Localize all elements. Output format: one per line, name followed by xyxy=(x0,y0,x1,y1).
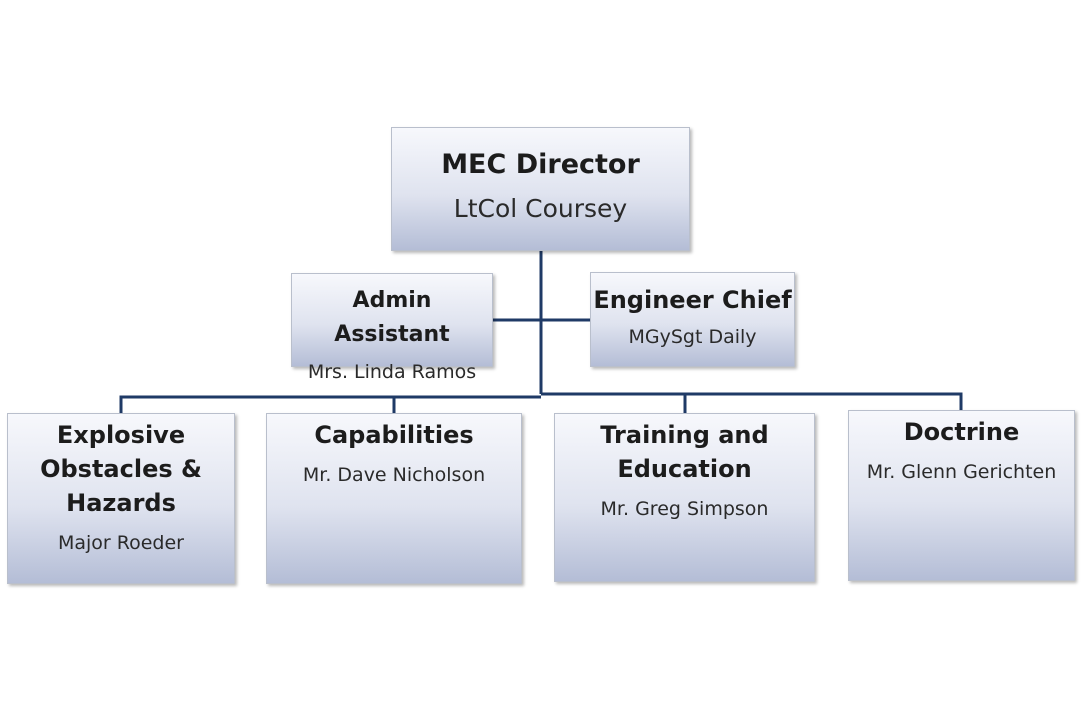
admin-assistant-box: Admin Assistant Mrs. Linda Ramos xyxy=(291,273,493,383)
connector-branch-bus xyxy=(119,395,541,413)
branch-title: Capabilities xyxy=(314,421,474,449)
branch-training-education-box: Training and Education Mr. Greg Simpson xyxy=(554,413,815,582)
branch-lead-name: Mr. Glenn Gerichten xyxy=(866,461,1057,483)
connector-branch-3 xyxy=(541,392,687,413)
branch-capabilities-box: Capabilities Mr. Dave Nicholson xyxy=(266,413,522,584)
branch-explosive-obstacles-box: Explosive Obstacles & Hazards Major Roed… xyxy=(7,413,235,584)
engineer-chief-title: Engineer Chief xyxy=(593,286,792,314)
director-title: MEC Director xyxy=(441,149,640,180)
branch-lead-name: Major Roeder xyxy=(57,532,184,554)
engineer-chief-name: MGySgt Daily xyxy=(628,326,757,348)
connector-branch-4 xyxy=(541,392,963,410)
admin-assistant-title: Admin Assistant xyxy=(334,288,450,347)
branch-title: Explosive Obstacles & Hazards xyxy=(40,421,202,517)
director-box: MEC Director LtCol Coursey xyxy=(391,127,690,251)
branch-lead-name: Mr. Dave Nicholson xyxy=(302,464,486,486)
admin-assistant-name: Mrs. Linda Ramos xyxy=(307,361,477,383)
engineer-chief-box: Engineer Chief MGySgt Daily xyxy=(590,272,795,367)
branch-lead-name: Mr. Greg Simpson xyxy=(600,498,769,520)
branch-doctrine-box: Doctrine Mr. Glenn Gerichten xyxy=(848,410,1075,581)
branch-title: Training and Education xyxy=(600,421,769,483)
director-name: LtCol Coursey xyxy=(453,194,628,223)
branch-title: Doctrine xyxy=(903,418,1020,446)
